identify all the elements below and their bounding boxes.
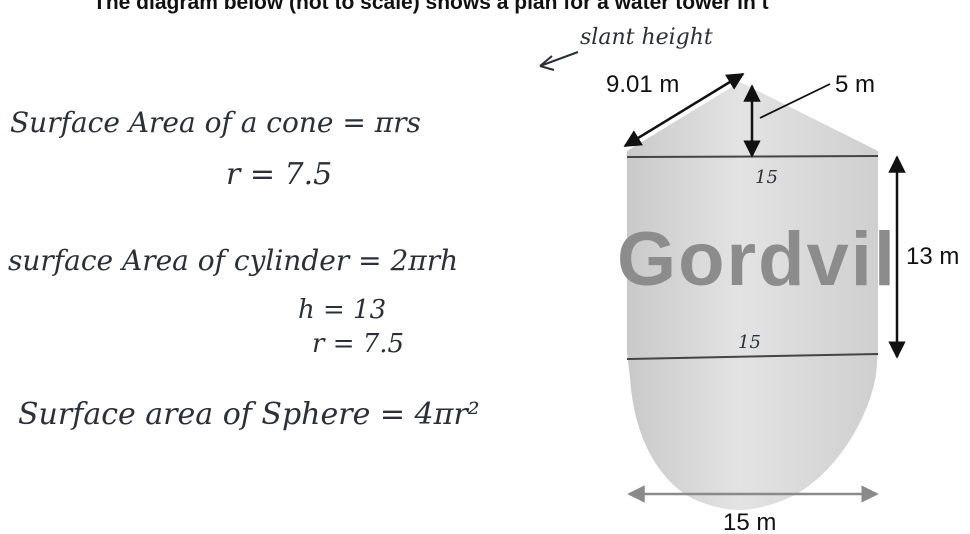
header-text: The diagram below (not to scale) shows a… — [93, 0, 769, 14]
tower-label: Gordvil — [617, 217, 897, 302]
cylinder-height-label: 13 m — [906, 243, 959, 270]
cone-base-line — [626, 155, 879, 158]
note-slant-height: slant height — [580, 25, 713, 50]
note-slant-arrow — [539, 51, 579, 71]
mark-bottom: 15 — [738, 332, 761, 353]
cone-height-label: 5 m — [835, 71, 875, 98]
tower-silhouette — [627, 82, 878, 510]
note-cylinder-r: r = 7.5 — [312, 329, 404, 359]
note-cylinder-h: h = 13 — [298, 295, 386, 325]
slant-arrow — [623, 72, 745, 148]
note-cone-r: r = 7.5 — [226, 157, 332, 192]
slant-label: 9.01 m — [606, 71, 679, 98]
note-cone-formula: Surface Area of a cone = πrs — [10, 106, 421, 139]
hemisphere-top-line — [626, 353, 879, 360]
mark-top: 15 — [755, 167, 778, 188]
width-label: 15 m — [723, 509, 776, 534]
cone-height-leader — [759, 83, 831, 119]
note-sphere-formula: Surface area of Sphere = 4πr² — [18, 397, 480, 432]
note-cylinder-formula: surface Area of cylinder = 2πrh — [8, 244, 458, 277]
water-tower: Gordvil 15 15 — [617, 82, 897, 510]
